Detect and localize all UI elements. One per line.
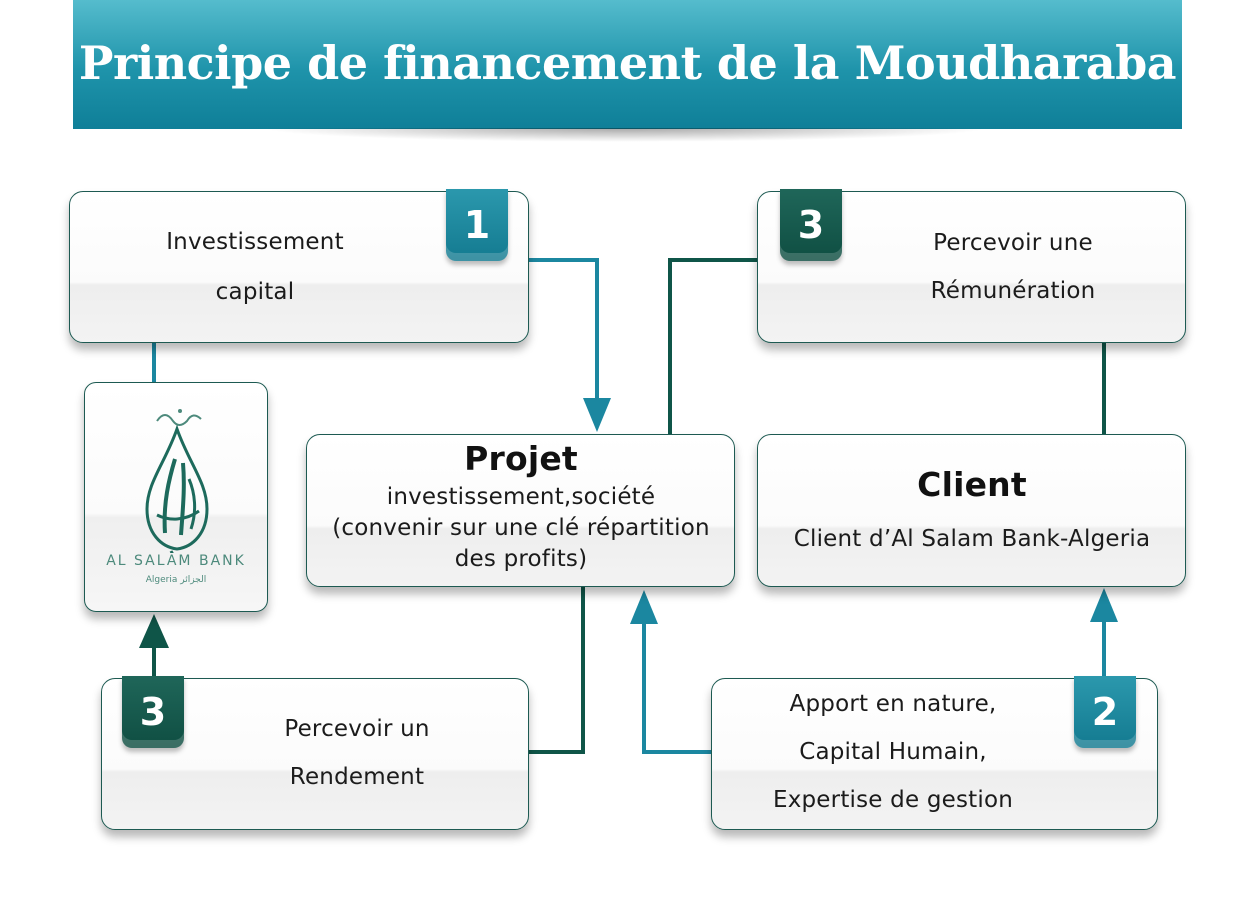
bank-location: Algeria الجزائر [145,575,207,585]
connector-project-to-remuneration [668,258,758,434]
remuneration-line-2: Rémunération [930,278,1096,304]
remuneration-line-1: Percevoir une [933,230,1093,256]
project-line-2: (convenir sur une clé répartition [332,515,710,541]
arrow-head-investment-to-project [583,398,611,432]
yield-line-2: Rendement [289,764,425,790]
step-3-badge-remuneration: 3 [780,189,842,261]
project-box: Projet investissement,société (convenir … [306,434,735,587]
step-2-badge: 2 [1074,676,1136,748]
bank-logo-card: AL SALAM BANK Algeria الجزائر [84,382,268,612]
client-box: Client Client d’Al Salam Bank-Algeria [757,434,1186,587]
contribution-line-3: Expertise de gestion [772,787,1014,813]
contribution-box: 2 Apport en nature, Capital Humain, Expe… [711,676,1158,830]
client-title: Client [917,465,1027,504]
investment-line-2: capital [215,279,295,305]
step-3-badge-yield: 3 [122,676,184,748]
client-line-1: Client d’Al Salam Bank-Algeria [793,526,1151,552]
yield-line-1: Percevoir un [284,716,430,742]
remuneration-box: 3 Percevoir une Rémunération [757,189,1186,343]
arrow-head-contribution-to-client [1090,588,1118,622]
project-line-1: investissement,société [386,484,656,510]
arrow-head-yield-to-logo [139,614,169,648]
connector-project-to-yield [528,587,585,754]
connector-contribution-to-project [642,622,711,754]
investment-line-1: Investissement [166,229,344,255]
al-salam-bank-drop-logo-icon [145,409,209,553]
contribution-line-1: Apport en nature, [789,691,997,717]
connector-investment-to-project [528,258,599,400]
project-title: Projet [464,439,578,478]
investment-box: 1 Investissement capital [69,189,529,343]
contribution-line-2: Capital Humain, [799,739,987,765]
yield-box: 3 Percevoir un Rendement [101,676,529,830]
arrow-head-contribution-to-project [630,590,658,624]
step-1-badge: 1 [446,189,508,261]
banner-shadow [260,128,990,142]
project-line-3: des profits) [454,546,588,572]
bank-name: AL SALAM BANK [106,553,246,569]
page-title: Principe de financement de la Moudharaba [78,35,1177,90]
title-banner: Principe de financement de la Moudharaba [73,0,1182,129]
